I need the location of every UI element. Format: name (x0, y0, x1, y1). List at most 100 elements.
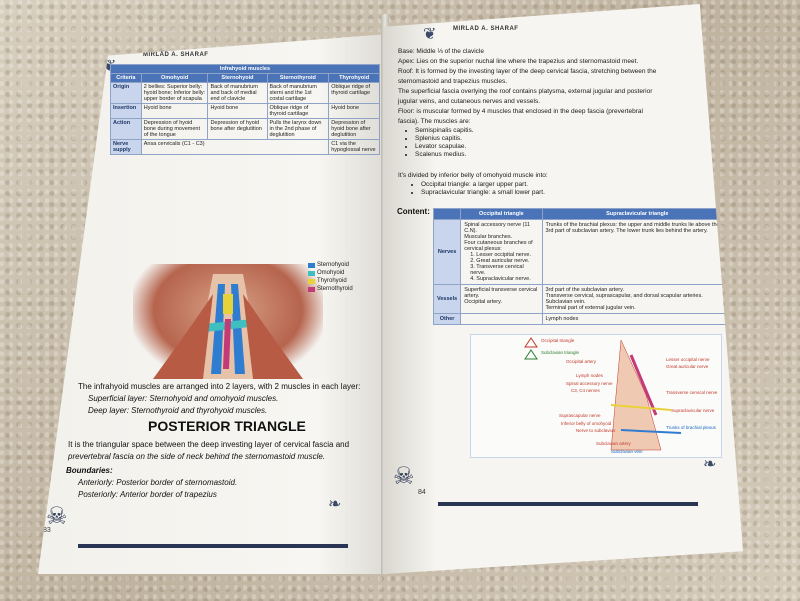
table-row: Nerve supply Ansa cervicalis (C1 - C3) C… (110, 139, 380, 155)
legend-swatch (308, 270, 315, 276)
footer-line (438, 502, 698, 506)
text-line: It's divided by inferior belly of omohyo… (398, 172, 548, 179)
legend-item: Thyrohyoid (308, 278, 353, 284)
legend-item: Omohyoid (308, 270, 353, 276)
section-title: POSTERIOR TRIANGLE (148, 418, 306, 434)
legend-swatch (308, 262, 315, 268)
neck-muscles-illustration (133, 264, 323, 379)
legend-item: Sternothyroid (308, 286, 353, 292)
cell: Trunks of the brachial plexus: the upper… (541, 219, 733, 285)
table-row: Other Lymph nodes (432, 313, 733, 325)
list-item: Supraclavicular triangle: a small lower … (421, 189, 545, 196)
diagram-label: Spinal accessory nerve (566, 381, 613, 386)
col-header: Sternohyoid (207, 73, 268, 83)
table-title: Infrahyoid muscles (110, 64, 380, 74)
cell: Oblique ridge of thyroid cartilage (266, 103, 330, 119)
cell: Pulls the larynx down in the 2nd phase o… (266, 118, 330, 140)
list-item: Levator scapulae. (415, 143, 474, 150)
diagram-label: Great auricular nerve (666, 364, 709, 369)
infrahyoid-table: Infrahyoid muscles Criteria Omohyoid Ste… (110, 64, 380, 155)
cell: Depression of hyoid bone after deglutiti… (328, 118, 380, 140)
diagram-label: Occipital artery (566, 359, 597, 364)
author-header: MIRLAD A. SHARAF (143, 52, 209, 58)
col-header: Sternothyroid (266, 73, 330, 83)
corner-flourish-icon: ❧ (328, 496, 342, 513)
cell: Hyoid bone (207, 103, 268, 119)
col-header: Thyrohyoid (328, 73, 380, 83)
col-header: Omohyoid (140, 73, 209, 83)
paragraph: The infrahyoid muscles are arranged into… (78, 382, 361, 391)
text-line: fascia). The muscles are: (398, 118, 471, 125)
list-item: Semispinalis capitis. (415, 127, 474, 134)
cell: Depression of hyoid bone during movement… (140, 118, 209, 140)
parts-list: Occipital triangle: a larger upper part.… (411, 181, 545, 197)
text-line: Base: Middle ⅓ of the clavicle (398, 48, 484, 55)
diagram-label: Occipital triangle (541, 338, 575, 343)
paragraph: prevertebral fascia on the side of neck … (68, 452, 326, 461)
cell (460, 313, 543, 325)
col-header (432, 208, 462, 220)
content-label: Content: (397, 207, 430, 216)
open-book: MIRLAD A. SHARAF ❦ Infrahyoid muscles Cr… (38, 4, 743, 579)
text-line: jugular veins, and cutaneous nerves and … (398, 98, 541, 105)
row-label: Nerves (432, 219, 462, 285)
diagram-label: Trunks of brachial plexus (666, 425, 716, 430)
row-label: Other (432, 313, 462, 325)
table-row: Action Depression of hyoid bone during m… (110, 118, 380, 140)
table-row: Insertion Hyoid bone Hyoid bone Oblique … (110, 103, 380, 119)
posterior-triangle-diagram: Occipital triangle Subclavian triangle O… (470, 334, 722, 458)
list-item: Occipital triangle: a larger upper part. (421, 181, 545, 188)
cell: Superficial transverse cervical artery. … (460, 284, 543, 314)
diagram-label: Transverse cervical nerve (666, 390, 718, 395)
author-header: MIRLAD A. SHARAF (453, 26, 519, 32)
col-header: Occipital triangle (460, 208, 543, 220)
cell: Depression of hyoid bone after deglutiti… (207, 118, 268, 140)
legend-item: Sternohyoid (308, 262, 353, 268)
left-page: MIRLAD A. SHARAF ❦ Infrahyoid muscles Cr… (38, 34, 388, 574)
skeleton-icon: ☠ (393, 463, 415, 490)
paragraph: It is the triangular space between the d… (68, 440, 350, 449)
list-item: Scalenus medius. (415, 151, 474, 158)
text-line: Apex: Lies on the superior nuchal line w… (398, 58, 639, 65)
triangle-content-table: Occipital triangle Supraclavicular trian… (432, 208, 733, 325)
diagram-label: Suprascapular nerve (559, 413, 601, 418)
text-line: sternomastoid and trapezius muscles. (398, 78, 508, 85)
legend-swatch (308, 278, 315, 284)
diagram-label: Inferior belly of omohyoid (561, 421, 612, 426)
text-line: Roof: It is formed by the investing laye… (398, 68, 657, 75)
paragraph: Superficial layer: Sternohyoid and omohy… (88, 394, 279, 403)
row-label: Insertion (110, 103, 142, 119)
cell: Back of manubrium and back of medial end… (207, 82, 268, 104)
page-number: 84 (418, 489, 426, 496)
paragraph: Anteriorly: Posterior border of sternoma… (78, 478, 238, 487)
diagram-label: Subclavian triangle (541, 350, 580, 355)
col-header: Supraclavicular triangle (541, 208, 733, 220)
row-label: Vessels (432, 284, 462, 314)
page-number: 83 (43, 527, 51, 534)
paragraph: Posteriorly: Anterior border of trapeziu… (78, 490, 217, 499)
cell: Hyoid bone (140, 103, 209, 119)
footer-line (78, 544, 348, 548)
diagram-label: Lesser occipital nerve (666, 357, 710, 362)
text-line: Floor: is muscular formed by 4 muscles t… (398, 108, 643, 115)
cell: Hyoid bone (328, 103, 380, 119)
cell: 2 bellies: Superior belly: hyoid bone; I… (140, 82, 209, 104)
diagram-label: C3, C4 nerves (571, 388, 600, 393)
col-header: Criteria (110, 73, 142, 83)
legend-swatch (308, 286, 315, 292)
skeleton-icon: ☠ (46, 503, 68, 530)
cell: Ansa cervicalis (C1 - C3) (140, 139, 330, 155)
table-row: Nerves Spinal accessory nerve (11 C.N). … (432, 219, 733, 285)
diagram-label: Subclavian vein (611, 449, 643, 454)
cell: Oblique ridge of thyroid cartilage (328, 82, 380, 104)
muscle-list: Semispinalis capitis. Splenius capitis. … (405, 127, 474, 159)
cell: Back of manubrium sterni and the 1st cos… (266, 82, 330, 104)
text-line: The superficial fascia overlying the roo… (398, 88, 653, 95)
diagram-label: Lymph nodes (576, 373, 603, 378)
corner-flourish-icon: ❦ (423, 26, 437, 43)
cell: 3rd part of the subclavian artery. Trans… (541, 284, 733, 314)
cell: C1 via the hypoglossal nerve (328, 139, 380, 155)
list-item: Splenius capitis. (415, 135, 474, 142)
diagram-label: Subclavian artery (596, 441, 631, 446)
row-label: Origin (110, 82, 142, 104)
